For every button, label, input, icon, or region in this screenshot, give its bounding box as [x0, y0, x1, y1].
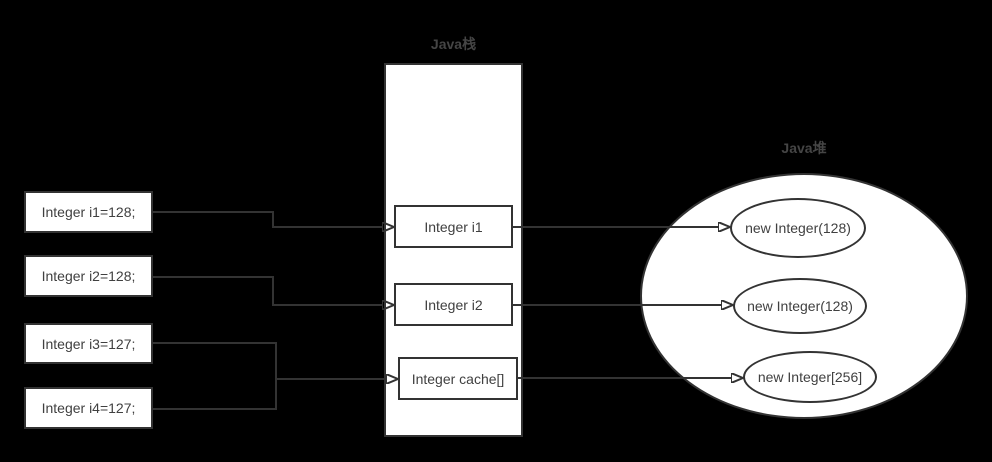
stack-frame-cache: Integer cache[]: [398, 357, 518, 400]
stack-frame-label: Integer i2: [424, 296, 483, 313]
code-statement-label: Integer i1=128;: [41, 204, 136, 220]
stack-frame-label: Integer cache[]: [411, 370, 505, 387]
code-statement-box-i2: Integer i2=128;: [24, 255, 153, 297]
code-statement-box-i1: Integer i1=128;: [24, 191, 153, 233]
line-code3-code4-merge: [153, 342, 277, 410]
stack-frame-i1: Integer i1: [394, 205, 513, 248]
java-stack-title: Java栈: [430, 36, 477, 52]
heap-object-label: new Integer(128): [745, 220, 851, 236]
arrow-code1-to-frame1: [153, 211, 382, 227]
stack-frame-i2: Integer i2: [394, 283, 513, 326]
code-statement-label: Integer i3=127;: [41, 335, 136, 352]
stack-frame-label: Integer i1: [424, 218, 483, 235]
code-statement-label: Integer i4=127;: [41, 400, 136, 416]
code-statement-label: Integer i2=128;: [41, 268, 136, 284]
heap-object-label: new Integer(128): [747, 298, 853, 314]
code-statement-box-i3: Integer i3=127;: [24, 323, 153, 364]
heap-object-integer128-a: new Integer(128): [730, 198, 866, 258]
arrow-code2-to-frame2: [153, 276, 382, 305]
heap-object-label: new Integer[256]: [757, 369, 863, 385]
code-statement-box-i4: Integer i4=127;: [24, 387, 153, 429]
heap-object-integer128-b: new Integer(128): [733, 278, 867, 334]
java-heap-title: Java堆: [781, 140, 827, 156]
heap-object-integer-array: new Integer[256]: [743, 351, 877, 403]
